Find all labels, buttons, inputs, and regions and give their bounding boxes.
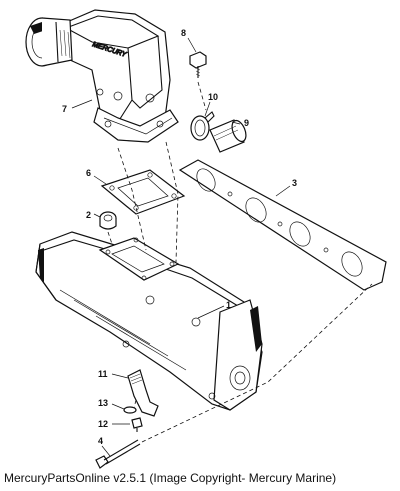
callout-1: 1 (226, 300, 231, 310)
callout-6: 6 (86, 168, 91, 178)
gasket-part-6[interactable] (93, 169, 186, 215)
callout-12: 12 (98, 419, 108, 429)
callout-9: 9 (244, 118, 249, 128)
o-ring-part-13[interactable] (111, 403, 137, 414)
exhaust-elbow-part-7[interactable] (25, 9, 179, 143)
bolt-part-8[interactable] (187, 37, 207, 78)
image-caption: MercuryPartsOnline v2.5.1 (Image Copyrig… (4, 471, 337, 485)
callout-2: 2 (86, 210, 91, 220)
callout-11: 11 (98, 369, 108, 379)
clamp-part-10[interactable] (190, 101, 215, 141)
plug-part-2[interactable] (93, 211, 117, 230)
fitting-part-11[interactable] (111, 369, 159, 417)
exhaust-manifold-part-1[interactable] (35, 231, 263, 411)
alignment-lines (107, 81, 373, 443)
callout-8: 8 (181, 28, 186, 38)
callout-3: 3 (292, 178, 297, 188)
callout-10: 10 (208, 92, 218, 102)
drain-plug-part-12[interactable] (112, 417, 143, 432)
callout-13: 13 (98, 398, 108, 408)
manifold-gasket-part-3[interactable] (178, 159, 387, 291)
sleeve-part-9[interactable] (209, 119, 249, 153)
stud-bolt-part-4[interactable] (95, 439, 141, 469)
callout-7: 7 (62, 104, 67, 114)
callout-4: 4 (98, 436, 103, 446)
